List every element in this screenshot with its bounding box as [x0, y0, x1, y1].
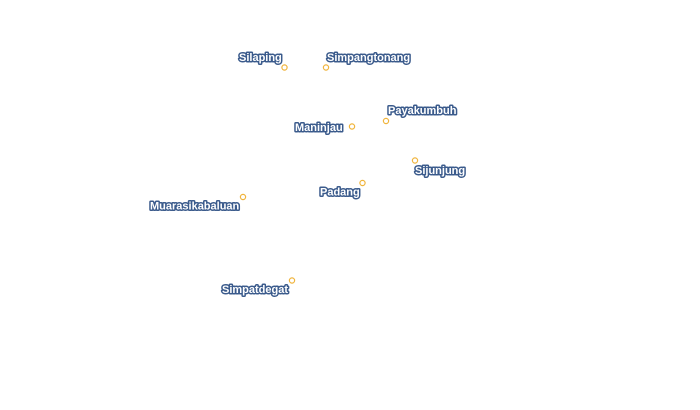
- city-label: Payakumbuh: [388, 105, 457, 117]
- city-label: Padang: [320, 187, 360, 199]
- city-marker-icon: [348, 123, 356, 130]
- city-sijunjung[interactable]: Sijunjung: [411, 157, 467, 179]
- city-simpatdegat[interactable]: Simpatdegat: [221, 277, 296, 298]
- city-marker-icon: [411, 157, 419, 164]
- city-marker-icon: [288, 277, 296, 284]
- city-silaping[interactable]: Silaping: [238, 51, 288, 71]
- city-payakumbuh[interactable]: Payakumbuh: [382, 104, 458, 125]
- city-marker-icon: [239, 193, 247, 201]
- city-simpangtonang[interactable]: Simpangtonang: [322, 51, 412, 71]
- city-marker-icon: [281, 64, 288, 71]
- city-marker-icon: [322, 64, 330, 71]
- city-label: Simpangtonang: [327, 52, 410, 64]
- city-label: Sijunjung: [415, 165, 465, 177]
- city-maninjau[interactable]: Maninjau: [294, 121, 356, 136]
- city-padang[interactable]: Padang: [319, 179, 366, 200]
- city-label: Maninjau: [295, 122, 343, 134]
- city-label: Muarasikabaluan: [150, 201, 240, 213]
- city-label: Simpatdegat: [222, 284, 288, 296]
- city-marker-icon: [359, 179, 366, 187]
- city-muarasikabaluan[interactable]: Muarasikabaluan: [149, 193, 247, 214]
- city-label: Silaping: [239, 52, 282, 64]
- city-marker-icon: [382, 117, 390, 125]
